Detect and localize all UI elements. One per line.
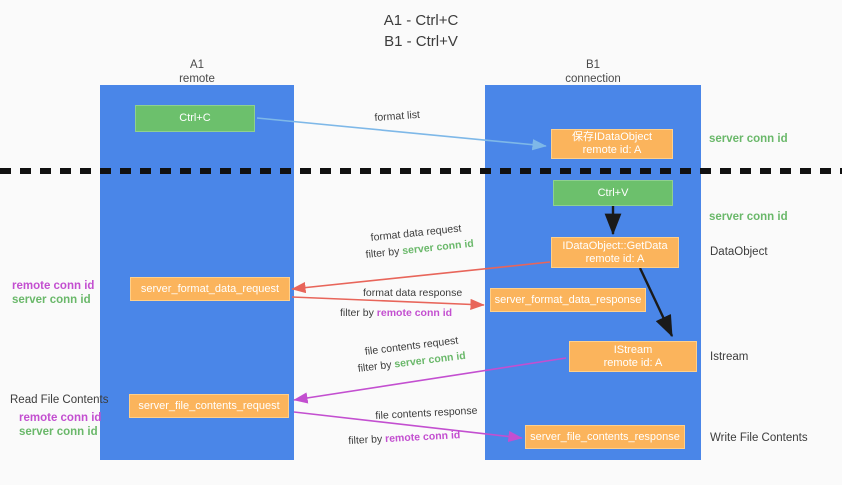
caption-fdreq-filter-prefix: filter by bbox=[365, 245, 403, 261]
label-remote-conn-id-2: remote conn id bbox=[19, 412, 102, 424]
node-server-file-contents-response[interactable]: server_file_contents_response bbox=[525, 425, 685, 449]
caption-format-list: format list bbox=[374, 108, 421, 124]
label-server-conn-id-2: server conn id bbox=[19, 426, 98, 438]
label-conn-ids-group-2: remote conn id server conn id bbox=[19, 411, 101, 439]
lane-header-b1: B1 connection bbox=[485, 58, 701, 86]
node-ctrl-v-label: Ctrl+V bbox=[597, 186, 629, 199]
diagram-title: A1 - Ctrl+C B1 - Ctrl+V bbox=[0, 10, 842, 52]
label-server-conn-id-mid: server conn id bbox=[709, 211, 788, 223]
lane-header-a1: A1 remote bbox=[100, 58, 294, 86]
node-ctrl-c[interactable]: Ctrl+C bbox=[135, 105, 255, 132]
lane-b1-name: B1 bbox=[585, 59, 601, 71]
title-line-2: B1 - Ctrl+V bbox=[384, 33, 458, 50]
node-getdata-line2: remote id: A bbox=[585, 252, 645, 265]
node-save-idataobject-line1: 保存IDataObject bbox=[571, 131, 653, 143]
node-ctrl-c-label: Ctrl+C bbox=[179, 112, 211, 124]
node-server-format-data-response[interactable]: server_format_data_response bbox=[490, 288, 646, 312]
lane-a1-sub: remote bbox=[179, 73, 215, 85]
label-conn-ids-group-1: remote conn id server conn id bbox=[12, 279, 94, 307]
node-save-idataobject-line2: remote id: A bbox=[582, 144, 642, 156]
lane-a1-name: A1 bbox=[189, 59, 205, 71]
node-ctrl-v[interactable]: Ctrl+V bbox=[553, 180, 673, 206]
node-server-file-contents-request[interactable]: server_file_contents_request bbox=[129, 394, 289, 418]
label-dataobject: DataObject bbox=[710, 246, 768, 258]
caption-fcres-filter-value: remote conn id bbox=[384, 429, 461, 446]
caption-fdres-filter-value: remote conn id bbox=[376, 307, 453, 319]
label-server-conn-id-top: server conn id bbox=[709, 133, 788, 145]
node-server-format-data-response-label: server_format_data_response bbox=[494, 293, 642, 306]
node-istream-line2: remote id: A bbox=[603, 356, 663, 369]
label-write-file-contents: Write File Contents bbox=[710, 432, 808, 444]
node-server-file-contents-response-label: server_file_contents_response bbox=[530, 430, 680, 443]
caption-file-contents-response-filter: filter by remote conn id bbox=[348, 428, 461, 448]
caption-fcreq-filter-prefix: filter by bbox=[357, 358, 396, 375]
caption-format-data-response: format data response bbox=[363, 287, 463, 299]
title-line-1: A1 - Ctrl+C bbox=[383, 12, 459, 29]
caption-format-data-response-filter: filter by remote conn id bbox=[340, 306, 452, 320]
node-getdata-line1: IDataObject::GetData bbox=[562, 239, 668, 252]
node-save-idataobject[interactable]: 保存IDataObject remote id: A bbox=[551, 129, 673, 159]
label-remote-conn-id-1: remote conn id bbox=[12, 280, 95, 292]
node-istream[interactable]: IStream remote id: A bbox=[569, 341, 697, 372]
caption-file-contents-response: file contents response bbox=[375, 404, 478, 422]
label-istream: Istream bbox=[710, 351, 749, 363]
caption-fdres-filter-prefix: filter by bbox=[340, 307, 377, 319]
node-server-format-data-request[interactable]: server_format_data_request bbox=[130, 277, 290, 301]
node-server-file-contents-request-label: server_file_contents_request bbox=[138, 399, 280, 412]
label-server-conn-id-1: server conn id bbox=[12, 294, 91, 306]
node-server-format-data-request-label: server_format_data_request bbox=[140, 282, 280, 295]
caption-fcres-filter-prefix: filter by bbox=[348, 433, 386, 447]
node-idataobject-getdata[interactable]: IDataObject::GetData remote id: A bbox=[551, 237, 679, 268]
lane-b1-sub: connection bbox=[565, 73, 621, 85]
node-istream-line1: IStream bbox=[613, 343, 653, 356]
label-read-file-contents: Read File Contents bbox=[10, 394, 109, 406]
